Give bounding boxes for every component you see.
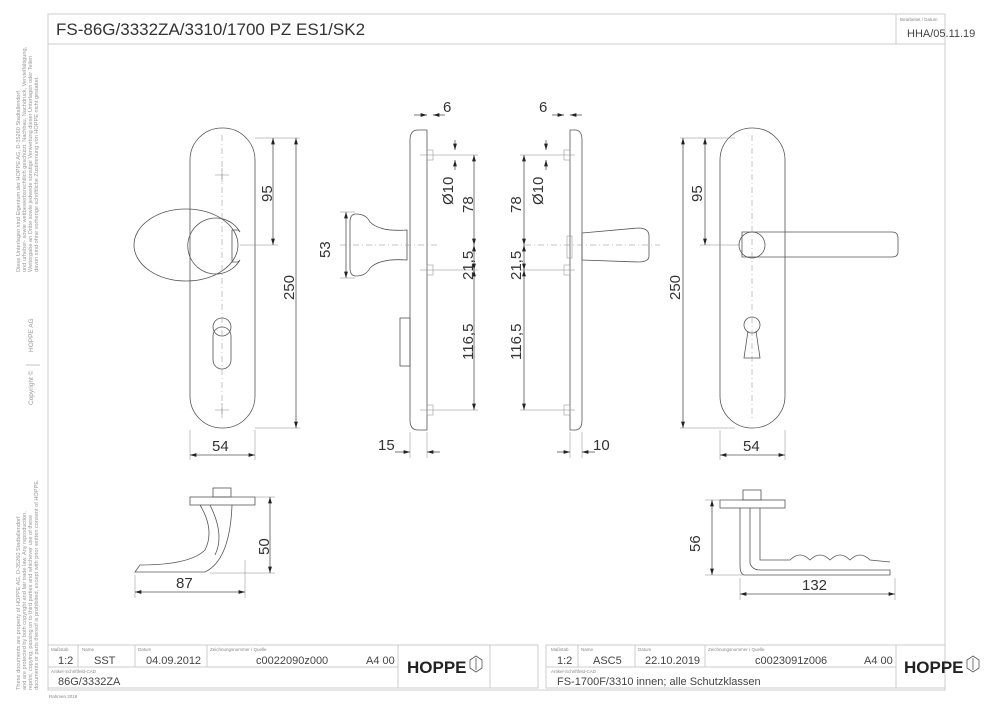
dimensions-right_top-height-label: 56 bbox=[687, 535, 704, 552]
dimensions-left_top-width-label: 87 bbox=[176, 575, 193, 592]
margin-legal_de-1-label: und urheber- sowie wettbewerbsrechtlich … bbox=[22, 46, 28, 272]
dimensions-left_front-width-label: 54 bbox=[212, 438, 229, 455]
dimensions-left_side-d1-label: 78 bbox=[460, 196, 477, 213]
dimensions-left_top-height-label: 50 bbox=[256, 538, 273, 555]
title_blocks-1-format-label: A4 00 bbox=[864, 655, 893, 667]
title_blocks-1-name_label-label: Name bbox=[581, 647, 594, 652]
title_blocks-1-scale_label-label: Maßstab bbox=[551, 647, 569, 652]
title-block-left: Maßstab 1:2 Name SST Datum 04.09.2012 Ze… bbox=[47, 644, 539, 699]
left-front-view: 95 250 54 bbox=[133, 127, 300, 460]
margin-legal_en-1-label: and are protected by both copyright and … bbox=[22, 511, 28, 690]
dimensions-left_side-d3-label: 116,5 bbox=[460, 324, 477, 360]
title_blocks-0-drawing_no-label: c0022090z000 bbox=[256, 655, 328, 667]
right-side-view: 78 21,5 116,5 Ø10 6 10 bbox=[508, 99, 660, 458]
margin-copyright: Copyright © HOPPE AG Diese Unterlagen si… bbox=[16, 46, 40, 690]
title_blocks-0-scale-label: 1:2 bbox=[58, 655, 73, 667]
dimensions-left_front-height_upper-label: 95 bbox=[259, 185, 276, 202]
dimensions-right_front-width-label: 54 bbox=[743, 438, 760, 455]
title_blocks-0-name_label-label: Name bbox=[82, 647, 95, 652]
drawing-title: FS-86G/3332ZA/3310/1700 PZ ES1/SK2 bbox=[56, 20, 365, 39]
title-block-right: Maßstab 1:2 Name ASC5 Datum 22.10.2019 Z… bbox=[545, 644, 980, 689]
title_blocks-0-name-label: SST bbox=[94, 655, 116, 667]
dimensions-right_side-dia-label: Ø10 bbox=[530, 177, 547, 205]
title_blocks-1-article_label-label: Artikel-Schriftfeld-CAD bbox=[551, 669, 597, 674]
title_blocks-1-date_label-label: Datum bbox=[638, 647, 652, 652]
hoppe-logo-icon bbox=[469, 655, 483, 673]
drawing-frame bbox=[47, 13, 946, 691]
margin-company-label: HOPPE AG bbox=[28, 318, 35, 352]
title_blocks-0-date_label-label: Datum bbox=[138, 647, 152, 652]
hoppe-logo: HOPPE bbox=[904, 658, 964, 677]
margin-copyright-label: Copyright © bbox=[27, 370, 35, 405]
dimensions-left_front-height_total-label: 250 bbox=[281, 275, 298, 300]
left-side-view: 78 21,5 116,5 Ø10 6 53 15 bbox=[317, 99, 478, 458]
edited-value: HHA/05.11.19 bbox=[907, 28, 975, 40]
dimensions-right_top-width-label: 132 bbox=[802, 577, 827, 594]
dimensions-left_side-thickness-label: 15 bbox=[378, 437, 395, 454]
title_blocks-1-date-label: 22.10.2019 bbox=[645, 655, 700, 667]
dimensions-right_side-offset-label: 6 bbox=[539, 99, 547, 116]
title_blocks-1-drawing_label-label: Zeichnungsnummer / Quelle bbox=[708, 647, 765, 652]
dimensions-left_side-knob-label: 53 bbox=[317, 241, 334, 258]
edited-label: Bearbeitet / Datum bbox=[900, 17, 938, 22]
title_blocks-0-format-label: A4 00 bbox=[366, 655, 395, 667]
right-top-view: 56 132 bbox=[687, 489, 896, 600]
frame_note-label: Rahmen 2018 bbox=[49, 694, 78, 699]
title_blocks-0-scale_label-label: Maßstab bbox=[51, 647, 69, 652]
dimensions-right_front-height_upper-label: 95 bbox=[689, 185, 706, 202]
hoppe-logo-icon bbox=[966, 655, 980, 673]
title_blocks-1-drawing_no-label: c0023091z006 bbox=[755, 655, 827, 667]
title_blocks-1-article-label: FS-1700F/3310 innen; alle Schutzklassen bbox=[557, 676, 761, 688]
margin-legal_de-3-label: davon sind ohne vorherige schriftliche Z… bbox=[34, 76, 40, 272]
left-top-view: 50 87 bbox=[134, 487, 275, 598]
margin-legal_de-2-label: Weitergabe an Dritte sowie jedwede sonst… bbox=[28, 56, 34, 272]
title_blocks-0-article_label-label: Artikel-Schriftfeld-CAD bbox=[51, 669, 97, 674]
dimensions-right_side-d2-label: 21,5 bbox=[508, 251, 525, 280]
title_blocks-0-article-label: 86G/3332ZA bbox=[58, 676, 121, 688]
hoppe-logo: HOPPE bbox=[407, 658, 467, 677]
dimensions-right_side-thickness-label: 10 bbox=[593, 437, 610, 454]
title_blocks-1-name-label: ASC5 bbox=[593, 655, 622, 667]
dimensions-left_side-d2-label: 21,5 bbox=[460, 251, 477, 280]
title_blocks-1-scale-label: 1:2 bbox=[557, 655, 572, 667]
dimensions-right_front-height_total-label: 250 bbox=[667, 275, 684, 300]
dimensions-right_side-d1-label: 78 bbox=[508, 196, 525, 213]
title_blocks-0-drawing_label-label: Zeichnungsnummer / Quelle bbox=[210, 647, 267, 652]
dimensions-left_side-offset-label: 6 bbox=[443, 99, 451, 116]
dimensions-right_side-d3-label: 116,5 bbox=[508, 324, 525, 360]
dimensions-left_side-dia-label: Ø10 bbox=[440, 177, 457, 205]
margin-legal_de-0-label: Diese Unterlagen sind Eigentum der HOPPE… bbox=[16, 91, 22, 272]
right-front-view: 95 250 54 bbox=[667, 127, 899, 460]
margin-legal_en-0-label: These documents are property of HOPPE AG… bbox=[16, 516, 22, 690]
margin-legal_en-3-label: documents or parts thereof is prohibited… bbox=[34, 479, 40, 690]
title_blocks-0-date-label: 04.09.2012 bbox=[146, 655, 201, 667]
margin-legal_en-2-label: reprint, copying, passing on to third pa… bbox=[28, 515, 34, 690]
